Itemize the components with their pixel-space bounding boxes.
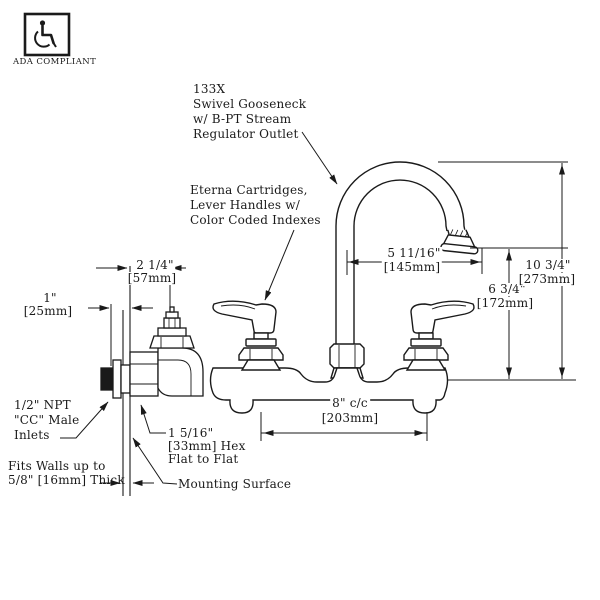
dim-spout-reach-in: 5 11/16" — [385, 246, 443, 260]
dim-wall-to-handle-in: 2 1/4" — [134, 258, 176, 272]
dim-total-height-in: 10 3/4" — [523, 258, 573, 272]
valve-assembly-right — [403, 300, 475, 371]
valve-assembly — [212, 300, 284, 371]
dim-wall-to-handle-mm: [57mm] — [125, 271, 179, 285]
callout-mounting-surface: Mounting Surface — [178, 477, 292, 491]
side-view-bonnet — [149, 306, 195, 349]
dim-centers-in: 8" c/c — [330, 396, 370, 410]
callout-gooseneck: 133X Swivel Gooseneck w/ B-PT Stream Reg… — [193, 82, 307, 141]
gooseneck-spout — [335, 161, 466, 344]
ada-wheelchair-icon — [23, 12, 71, 57]
hex-coupling-nut — [129, 351, 159, 397]
faucet-body — [209, 367, 449, 414]
elbow-body — [157, 347, 204, 397]
dimension-lines — [88, 161, 576, 486]
callout-cartridges: Eterna Cartridges, Lever Handles w/ Colo… — [190, 183, 321, 227]
callout-walls: Fits Walls up to 5/8" [16mm] Thick — [8, 459, 125, 487]
ada-compliant-label: ADA COMPLIANT — [13, 57, 97, 67]
dim-spout-reach-mm: [145mm] — [381, 260, 443, 274]
dim-inlet-length-mm: [25mm] — [21, 304, 75, 318]
dim-centers-mm: [203mm] — [319, 411, 381, 425]
side-view-faucet — [100, 306, 204, 399]
inlet-nipple — [100, 367, 114, 391]
stream-regulator-outlet — [440, 229, 479, 255]
dim-total-height-mm: [273mm] — [516, 272, 578, 286]
callout-inlets: 1/2" NPT "CC" Male Inlets — [14, 398, 80, 442]
leader-lines — [60, 131, 338, 485]
dim-outlet-height-in: 6 3/4" — [486, 282, 528, 296]
front-view-faucet — [209, 161, 479, 414]
lever-handle — [212, 300, 277, 334]
dim-inlet-length-in: 1" — [41, 291, 59, 305]
dim-outlet-height-mm: [172mm] — [474, 296, 536, 310]
callout-hex: 1 5/16" [33mm] Hex Flat to Flat — [168, 426, 246, 466]
